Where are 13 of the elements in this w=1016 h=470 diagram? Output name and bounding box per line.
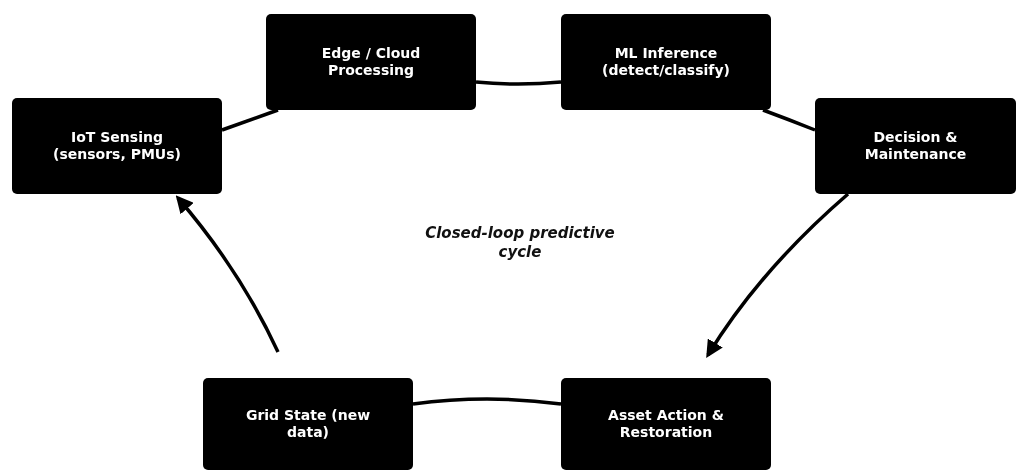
process-box: Edge / Cloud Processing (266, 14, 476, 110)
arrow (175, 195, 280, 353)
connector-line (221, 108, 279, 132)
process-box: ML Inference (detect/classify) (561, 14, 771, 110)
process-box: Grid State (new data) (203, 378, 413, 470)
process-box: IoT Sensing (sensors, PMUs) (12, 98, 222, 194)
arrow (706, 192, 850, 358)
connector-line (412, 397, 562, 406)
cycle-label: Closed-loop predictive cycle (424, 224, 616, 262)
connector-line (475, 80, 562, 86)
process-box: Decision & Maintenance (815, 98, 1016, 194)
connector-line (762, 108, 816, 132)
process-box: Asset Action & Restoration (561, 378, 771, 470)
